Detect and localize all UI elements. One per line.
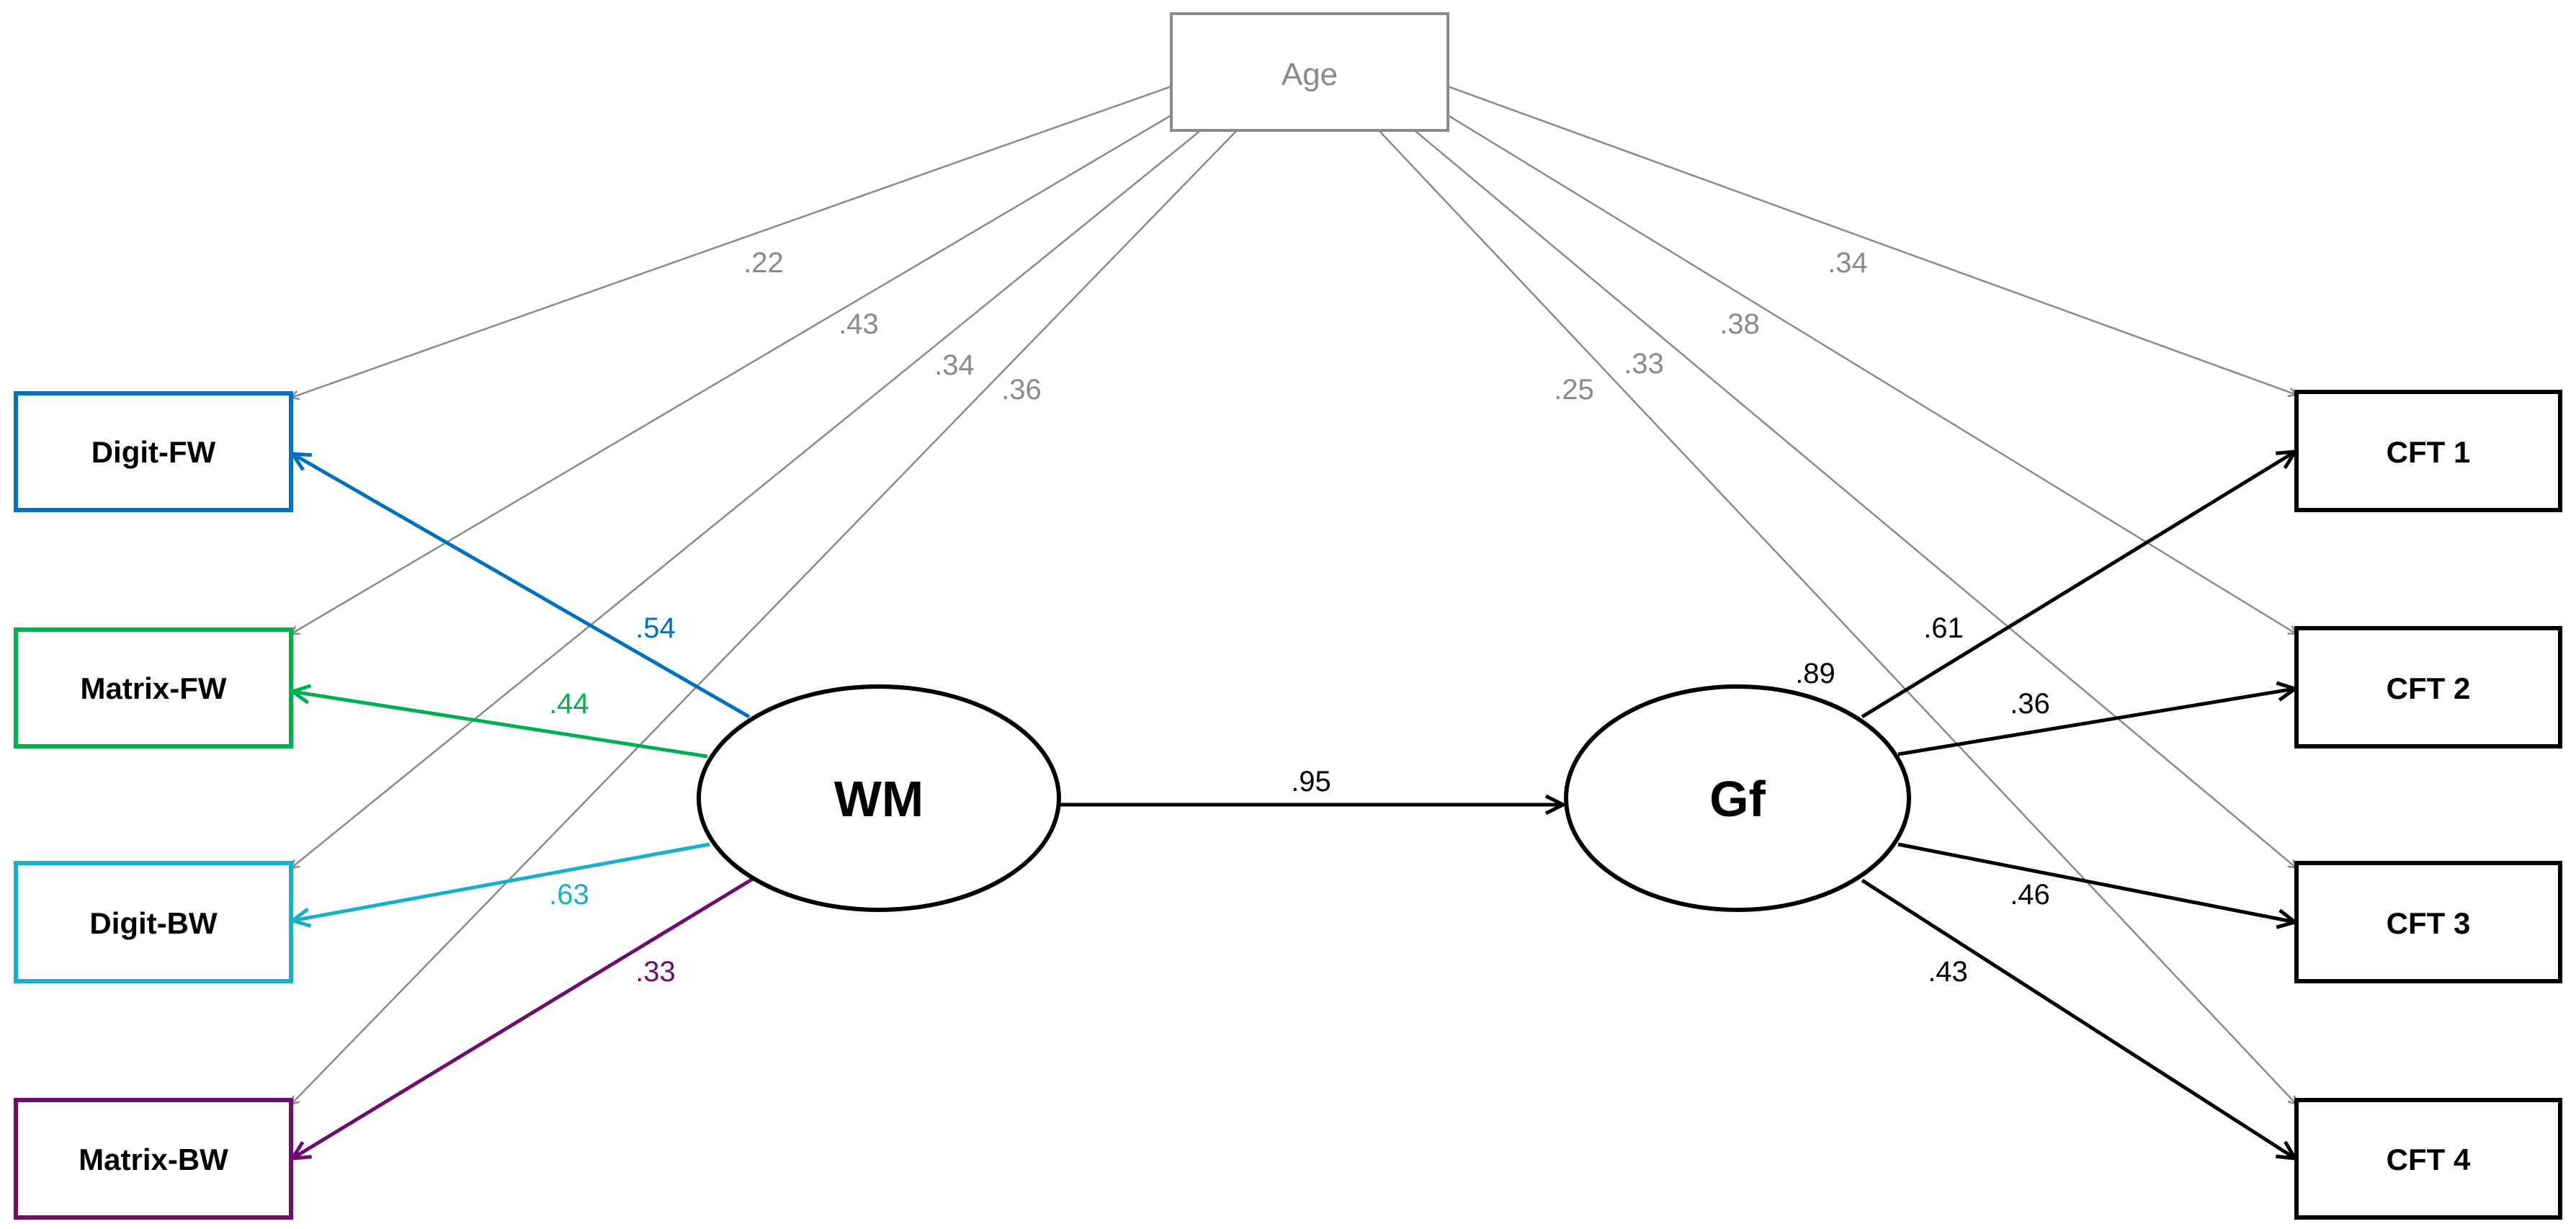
path-wm-digit-bw [292, 842, 710, 921]
node-cft3: CFT 3 [2294, 861, 2562, 983]
path-age-cft1 [1447, 85, 2297, 395]
node-cft4-label: CFT 4 [2387, 1143, 2471, 1176]
coef-wm-digit-fw: .54 [635, 612, 676, 644]
node-cft3-label: CFT 3 [2387, 906, 2471, 940]
node-age-label: Age [1282, 57, 1338, 92]
path-gf-cft2 [1897, 689, 2295, 756]
coef-wm-digit-bw: .63 [549, 879, 589, 911]
coef-wm-matrix-fw: .44 [549, 688, 589, 720]
path-age-cft4 [1379, 130, 2297, 1104]
coef-age-matrix-bw: .36 [1001, 374, 1042, 406]
path-wm-matrix-bw [292, 877, 754, 1158]
coef-age-cft4: .25 [1554, 374, 1594, 406]
path-age-matrix-bw [291, 129, 1238, 1104]
latent-gf-label: Gf [1709, 771, 1766, 827]
path-age-digit-bw [291, 129, 1202, 868]
node-cft2-label: CFT 2 [2387, 671, 2471, 705]
coef-age-cft3: .33 [1624, 348, 1664, 380]
coef-age-matrix-fw: .43 [838, 308, 879, 340]
path-wm-matrix-fw [292, 692, 708, 759]
path-gf-cft4 [1861, 878, 2295, 1158]
node-digit-fw-label: Digit-FW [91, 435, 216, 469]
coef-age-cft2: .38 [1719, 308, 1760, 340]
latent-gf: Gf [1564, 684, 1911, 912]
coef-gf-cft3: .46 [2010, 879, 2050, 911]
latent-wm: WM [697, 684, 1061, 912]
node-cft4: CFT 4 [2294, 1098, 2562, 1220]
node-matrix-bw: Matrix-BW [14, 1098, 293, 1220]
node-cft2: CFT 2 [2294, 626, 2562, 748]
path-age-cft3 [1415, 130, 2297, 868]
latent-wm-label: WM [834, 771, 923, 827]
coef-age-digit-bw: .34 [934, 349, 975, 381]
path-gf-cft1 [1861, 452, 2295, 719]
coef-gf-cft2: .36 [2010, 688, 2050, 720]
node-matrix-fw: Matrix-FW [14, 627, 293, 748]
coef-age-digit-fw: .22 [743, 247, 784, 279]
coef-wm-gf: .95 [1291, 766, 1331, 797]
path-age-cft2 [1447, 114, 2297, 634]
node-matrix-bw-label: Matrix-BW [79, 1143, 228, 1176]
node-cft1-label: CFT 1 [2387, 435, 2471, 469]
node-digit-bw-label: Digit-BW [89, 906, 218, 940]
coef-gf-variance: .89 [1795, 658, 1835, 689]
path-age-digit-fw [291, 85, 1172, 398]
path-gf-cft3 [1897, 842, 2295, 922]
path-age-matrix-fw [291, 114, 1172, 634]
node-matrix-fw-label: Matrix-FW [81, 671, 227, 705]
coef-gf-cft4: .43 [1928, 956, 1968, 988]
coef-wm-matrix-bw: .33 [635, 956, 676, 988]
node-digit-fw: Digit-FW [14, 391, 293, 512]
node-cft1: CFT 1 [2294, 390, 2562, 512]
node-digit-bw: Digit-BW [14, 861, 293, 983]
node-age: Age [1170, 12, 1449, 132]
path-wm-digit-fw [292, 454, 751, 719]
coef-age-cft1: .34 [1828, 247, 1868, 279]
coef-gf-cft1: .61 [1923, 612, 1964, 644]
